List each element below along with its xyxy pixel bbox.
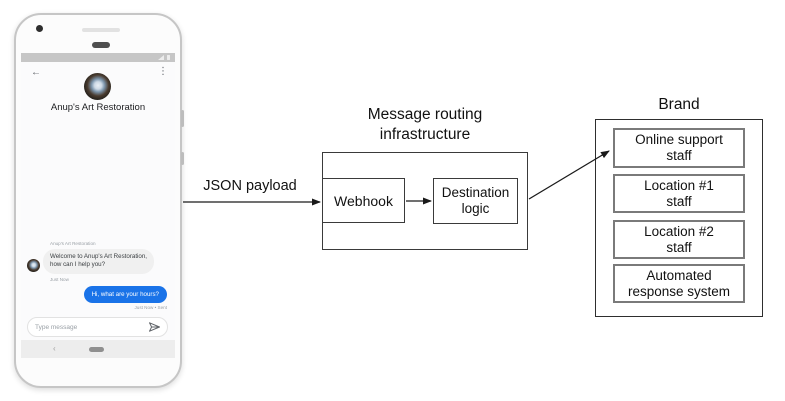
message-avatar <box>27 259 40 272</box>
front-camera-icon <box>36 25 43 32</box>
send-icon[interactable] <box>149 322 160 332</box>
signal-icon <box>158 55 164 60</box>
earpiece-speaker <box>82 28 120 32</box>
nav-back-icon[interactable]: ‹ <box>53 344 56 353</box>
battery-icon <box>167 55 170 60</box>
json-payload-label: JSON payload <box>203 178 297 194</box>
android-nav-bar: ‹ <box>21 340 175 358</box>
incoming-message-bubble: Welcome to Anup's Art Restoration, how c… <box>43 249 155 274</box>
back-arrow-icon[interactable]: ← <box>31 67 41 78</box>
brand-avatar <box>84 73 111 100</box>
routing-title: Message routing infrastructure <box>367 106 483 143</box>
destination-logic-node: Destination logic <box>433 178 518 224</box>
webhook-node: Webhook <box>322 178 405 223</box>
home-indicator[interactable] <box>89 347 104 352</box>
outgoing-timestamp: Just Now • Sent <box>134 305 167 310</box>
brand-box-online-support: Online support staff <box>613 128 745 168</box>
power-button <box>181 152 184 165</box>
status-bar <box>21 53 175 62</box>
incoming-timestamp: Just Now <box>50 277 69 282</box>
brand-container <box>595 119 763 317</box>
message-input[interactable]: Type message <box>27 317 168 337</box>
message-input-placeholder: Type message <box>35 323 78 331</box>
phone-screen: ← ⋮ Anup's Art Restoration Anup's Art Re… <box>21 53 175 358</box>
brand-box-location-1: Location #1 staff <box>613 174 745 213</box>
brand-title: Brand <box>658 96 700 113</box>
brand-box-location-2: Location #2 staff <box>613 220 745 259</box>
phone-mockup: ← ⋮ Anup's Art Restoration Anup's Art Re… <box>14 13 184 388</box>
volume-button <box>181 110 184 127</box>
overflow-menu-icon[interactable]: ⋮ <box>158 66 168 77</box>
brand-box-automated-response: Automated response system <box>613 264 745 303</box>
outgoing-message-bubble: Hi, what are your hours? <box>83 286 167 303</box>
speaker-slot <box>92 42 110 48</box>
chat-title: Anup's Art Restoration <box>50 102 146 113</box>
sender-label: Anup's Art Restoration <box>50 241 96 246</box>
